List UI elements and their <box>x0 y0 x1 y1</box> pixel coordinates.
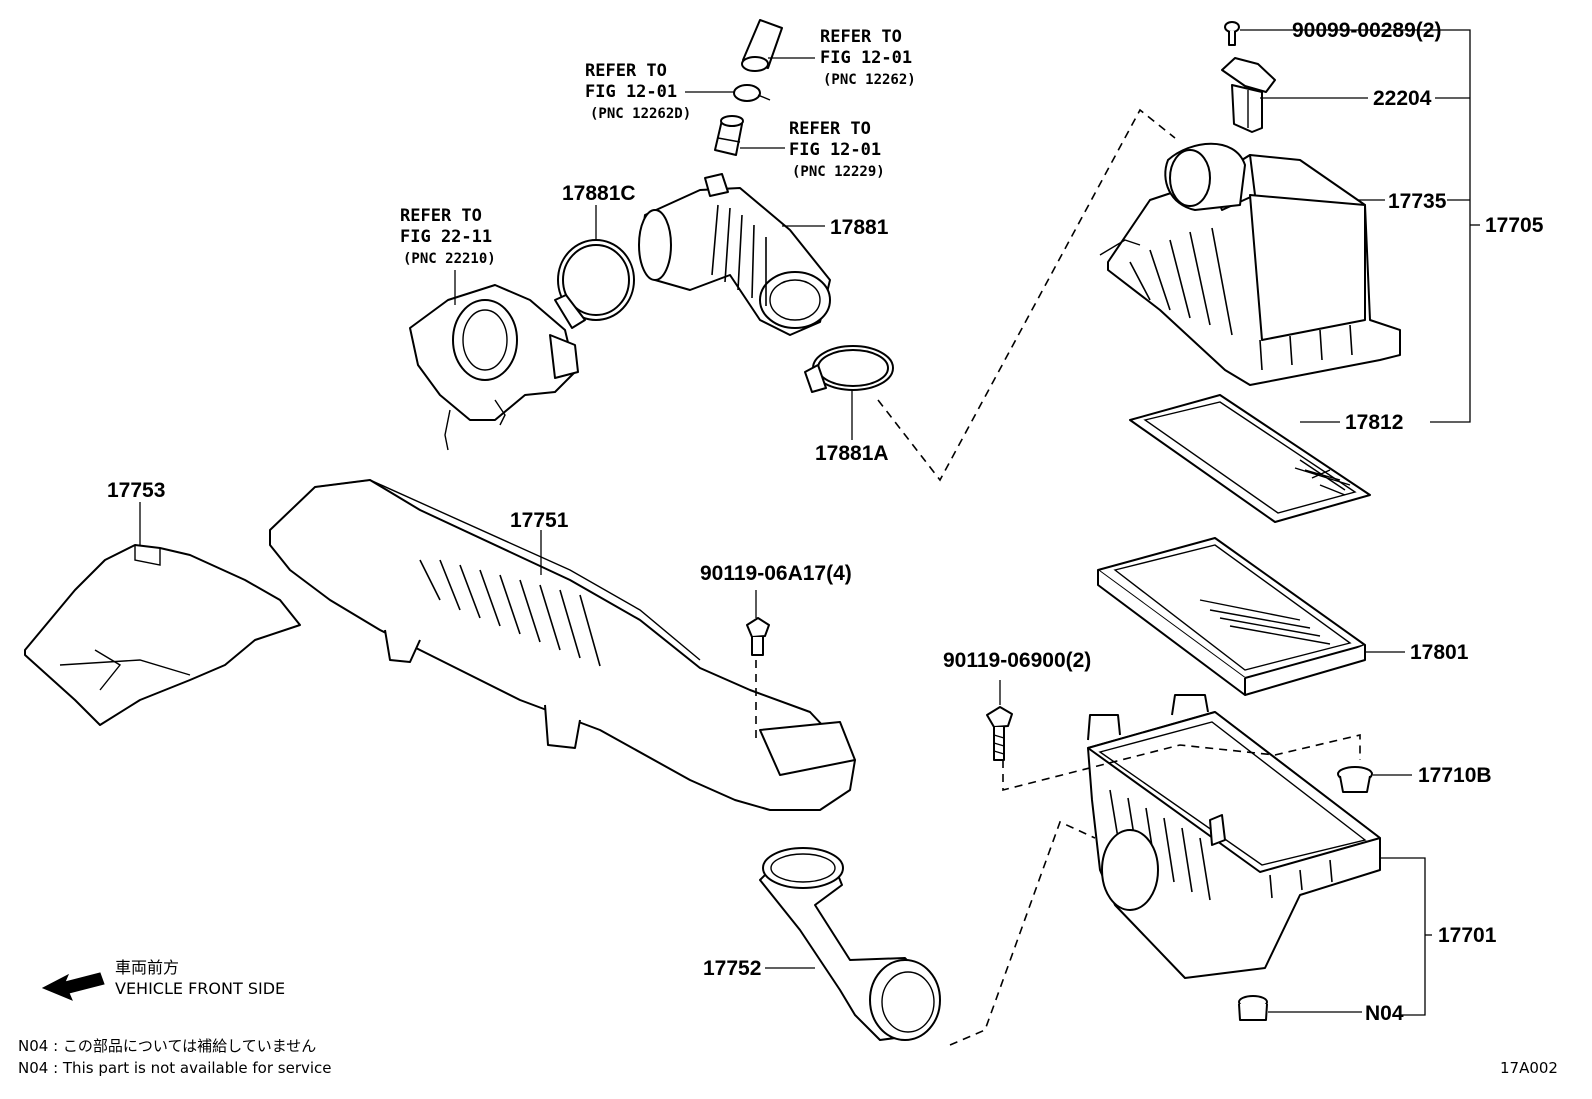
label-90099-00289: 90099-00289(2) <box>1292 19 1441 42</box>
refer-union-12229-icon <box>714 115 744 156</box>
svg-text:(PNC 12229): (PNC 12229) <box>792 164 885 180</box>
label-17710B: 17710B <box>1418 764 1492 787</box>
air-cleaner-cap-17735-icon <box>1099 142 1401 386</box>
svg-text:REFER TO: REFER TO <box>585 61 667 81</box>
svg-text:(PNC 12262D): (PNC 12262D) <box>590 106 691 122</box>
label-17701: 17701 <box>1438 924 1497 947</box>
label-90119-06A17: 90119-06A17(4) <box>700 562 852 585</box>
clip-N04-icon <box>1238 995 1268 1021</box>
label-90119-06900: 90119-06900(2) <box>943 649 1091 672</box>
note-en: N04 : This part is not available for ser… <box>18 1059 332 1077</box>
screw-90099-icon <box>1224 21 1240 46</box>
duct-elbow-17752-icon <box>759 847 941 1041</box>
air-filter-element-17801-icon <box>1097 537 1366 696</box>
label-17752: 17752 <box>703 957 761 980</box>
label-17705: 17705 <box>1485 214 1544 237</box>
refer-label-12262: REFER TO FIG 12-01 (PNC 12262) <box>820 27 916 88</box>
vehicle-front-label-jp: 車両前方 <box>115 958 179 977</box>
refer-label-22210: REFER TO FIG 22-11 (PNC 22210) <box>400 206 496 267</box>
label-17881A: 17881A <box>815 442 889 465</box>
svg-text:FIG 22-11: FIG 22-11 <box>400 227 492 247</box>
svg-text:(PNC 12262): (PNC 12262) <box>823 72 916 88</box>
bolt-90119-06900-icon <box>986 706 1013 761</box>
label-22204: 22204 <box>1373 87 1432 110</box>
vehicle-front-label-en: VEHICLE FRONT SIDE <box>115 979 285 998</box>
inlet-duct-17753-icon <box>24 544 301 726</box>
svg-text:FIG 12-01: FIG 12-01 <box>820 48 912 68</box>
label-17881: 17881 <box>830 216 889 239</box>
leader-lines <box>139 29 1480 1016</box>
refer-clip-12262D-icon <box>733 84 771 102</box>
svg-text:REFER TO: REFER TO <box>789 119 871 139</box>
air-cleaner-case-17701-icon <box>1087 694 1381 979</box>
filter-gasket-17812-icon <box>1129 394 1371 523</box>
airflow-sensor-22204-icon <box>1221 57 1276 133</box>
label-17751: 17751 <box>510 509 569 532</box>
hose-clamp-17881A-icon <box>804 345 894 393</box>
air-duct-17751-icon <box>269 479 856 811</box>
svg-text:REFER TO: REFER TO <box>820 27 902 47</box>
vehicle-front-arrow-icon <box>41 972 105 1001</box>
svg-text:REFER TO: REFER TO <box>400 206 482 226</box>
refer-pipe-12262-icon <box>741 19 783 72</box>
assembly-dashed-lines <box>755 108 1361 1046</box>
grommet-17710B-icon <box>1337 766 1373 793</box>
intake-hose-17881-icon <box>638 173 831 336</box>
figure-code: 17A002 <box>1500 1059 1558 1077</box>
svg-text:FIG 12-01: FIG 12-01 <box>789 140 881 160</box>
label-17881C: 17881C <box>562 182 636 205</box>
label-17812: 17812 <box>1345 411 1403 434</box>
label-17801: 17801 <box>1410 641 1469 664</box>
svg-text:FIG 12-01: FIG 12-01 <box>585 82 677 102</box>
svg-text:(PNC 22210): (PNC 22210) <box>403 251 496 267</box>
note-jp: N04 : この部品については補給していません <box>18 1037 316 1055</box>
refer-label-12262D: REFER TO FIG 12-01 (PNC 12262D) <box>585 61 691 122</box>
label-N04: N04 <box>1365 1002 1404 1025</box>
throttle-body-icon <box>409 284 579 451</box>
label-17753: 17753 <box>107 479 165 502</box>
hose-clamp-17881C-icon <box>554 239 635 329</box>
bolt-90119-06A17-icon <box>746 617 770 656</box>
refer-label-12229: REFER TO FIG 12-01 (PNC 12229) <box>789 119 885 180</box>
label-17735: 17735 <box>1388 190 1447 213</box>
